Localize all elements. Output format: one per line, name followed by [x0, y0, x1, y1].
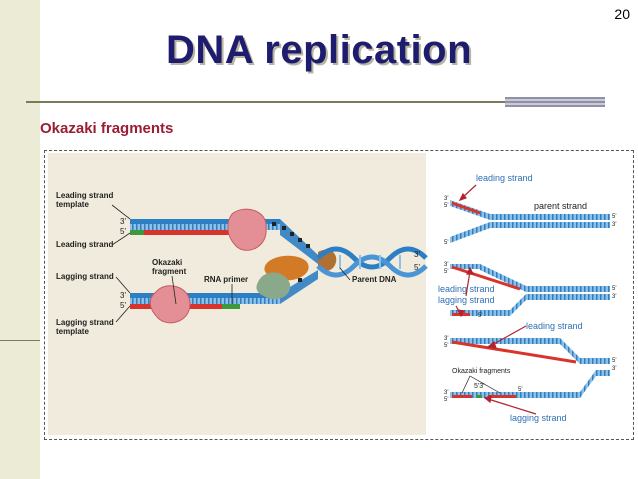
ssb-proteins-top: [272, 222, 310, 248]
end-label-3-c: 3': [414, 250, 420, 259]
parent-dna-helix: [316, 246, 428, 278]
rend-5-f: 5': [478, 313, 482, 319]
divider-accent: [505, 97, 605, 107]
rlabel-okazaki-fragments: Okazaki fragments: [452, 368, 511, 375]
dna-polymerase-lagging: [149, 285, 191, 324]
okazaki-fragment-1: [130, 304, 170, 309]
end-label-5-c: 5': [414, 263, 420, 272]
label-lagging-template-line2: template: [56, 327, 89, 336]
rend-3-h: 3': [612, 366, 616, 372]
lagging-rungs: [130, 298, 280, 304]
label-leading-template-line1: Leading strand: [56, 191, 113, 200]
end-label-3-a: 3': [120, 217, 126, 226]
label-lagging-strand: Lagging strand: [56, 272, 114, 281]
label-leading-template-line2: template: [56, 200, 89, 209]
end-label-5-b: 5': [120, 301, 126, 310]
primase: [256, 272, 291, 300]
rlabel-leading-low: leading strand: [526, 321, 583, 331]
rlabel-leading-top: leading strand: [476, 173, 533, 183]
end-label-3-b: 3': [120, 291, 126, 300]
label-lagging-template-line1: Lagging strand: [56, 318, 114, 327]
leading-primer: [130, 230, 144, 235]
dna-polymerase-leading: [227, 208, 267, 251]
rend-3-b: 3': [612, 222, 616, 228]
rend-3-a: 3': [444, 196, 448, 202]
rend-5-j: 5': [518, 387, 522, 393]
rend-5-i: 5': [444, 397, 448, 403]
lagging-template-strand: [130, 293, 280, 298]
stage-3-fork: [450, 338, 610, 398]
rend-5-a: 5': [444, 203, 448, 209]
leading-new-strand: [130, 230, 240, 235]
leading-rungs: [130, 224, 280, 230]
rlabel-lagging-mid: lagging strand: [438, 295, 495, 305]
rend-5-e: 5': [612, 286, 616, 292]
right-end-labels: 3' 5' 5' 3' 5' 3' 5' 5' 3' 5' 3' 5' 5' 3…: [444, 196, 616, 403]
rend-5-c: 5': [444, 240, 448, 246]
side-divider: [0, 340, 40, 341]
rlabel-lagging-bottom: lagging strand: [510, 413, 567, 423]
rend-5-g: 5': [444, 343, 448, 349]
rlabel-parent-strand: parent strand: [534, 201, 587, 211]
label-okazaki-line1: Okazaki: [152, 258, 182, 267]
label-okazaki-line2: fragment: [152, 267, 187, 276]
lagging-fork-branch: [280, 270, 318, 304]
slide-subtitle: Okazaki fragments: [40, 120, 174, 137]
label-parent-dna: Parent DNA: [352, 275, 397, 284]
left-leader-lines: [111, 204, 351, 323]
rend-5-h: 5': [612, 358, 616, 364]
rna-primer-segment: [222, 304, 240, 309]
rlabel-leading-mid: leading strand: [438, 284, 495, 294]
end-label-5-a: 5': [120, 227, 126, 236]
diagram-frame: [44, 150, 634, 440]
left-end-labels: 3' 5' 3' 5' 3' 5': [120, 217, 420, 310]
label-rna-primer: RNA primer: [204, 275, 248, 284]
rend-3-e: 3': [612, 294, 616, 300]
stage-1-fork: [450, 200, 610, 243]
okazaki-fragment-2: [172, 304, 222, 309]
rend-3-i: 3': [444, 390, 448, 396]
label-leading-strand: Leading strand: [56, 240, 113, 249]
right-arrows: [455, 184, 537, 415]
rend-5-d: 5': [444, 269, 448, 275]
left-decorative-band: [0, 0, 40, 479]
leading-arm: [130, 219, 318, 264]
rend-5-b: 5': [612, 214, 616, 220]
leading-template-strand: [130, 219, 280, 224]
slide-title: DNA replication: [165, 28, 473, 72]
slide-number: 20: [614, 6, 630, 22]
okazaki-pointer-lines: [461, 375, 501, 394]
title-divider: [26, 101, 596, 103]
rend-3-g: 3': [444, 336, 448, 342]
rlabel-mid-53: 5'3': [474, 383, 484, 390]
rend-3-c: 3': [444, 262, 448, 268]
